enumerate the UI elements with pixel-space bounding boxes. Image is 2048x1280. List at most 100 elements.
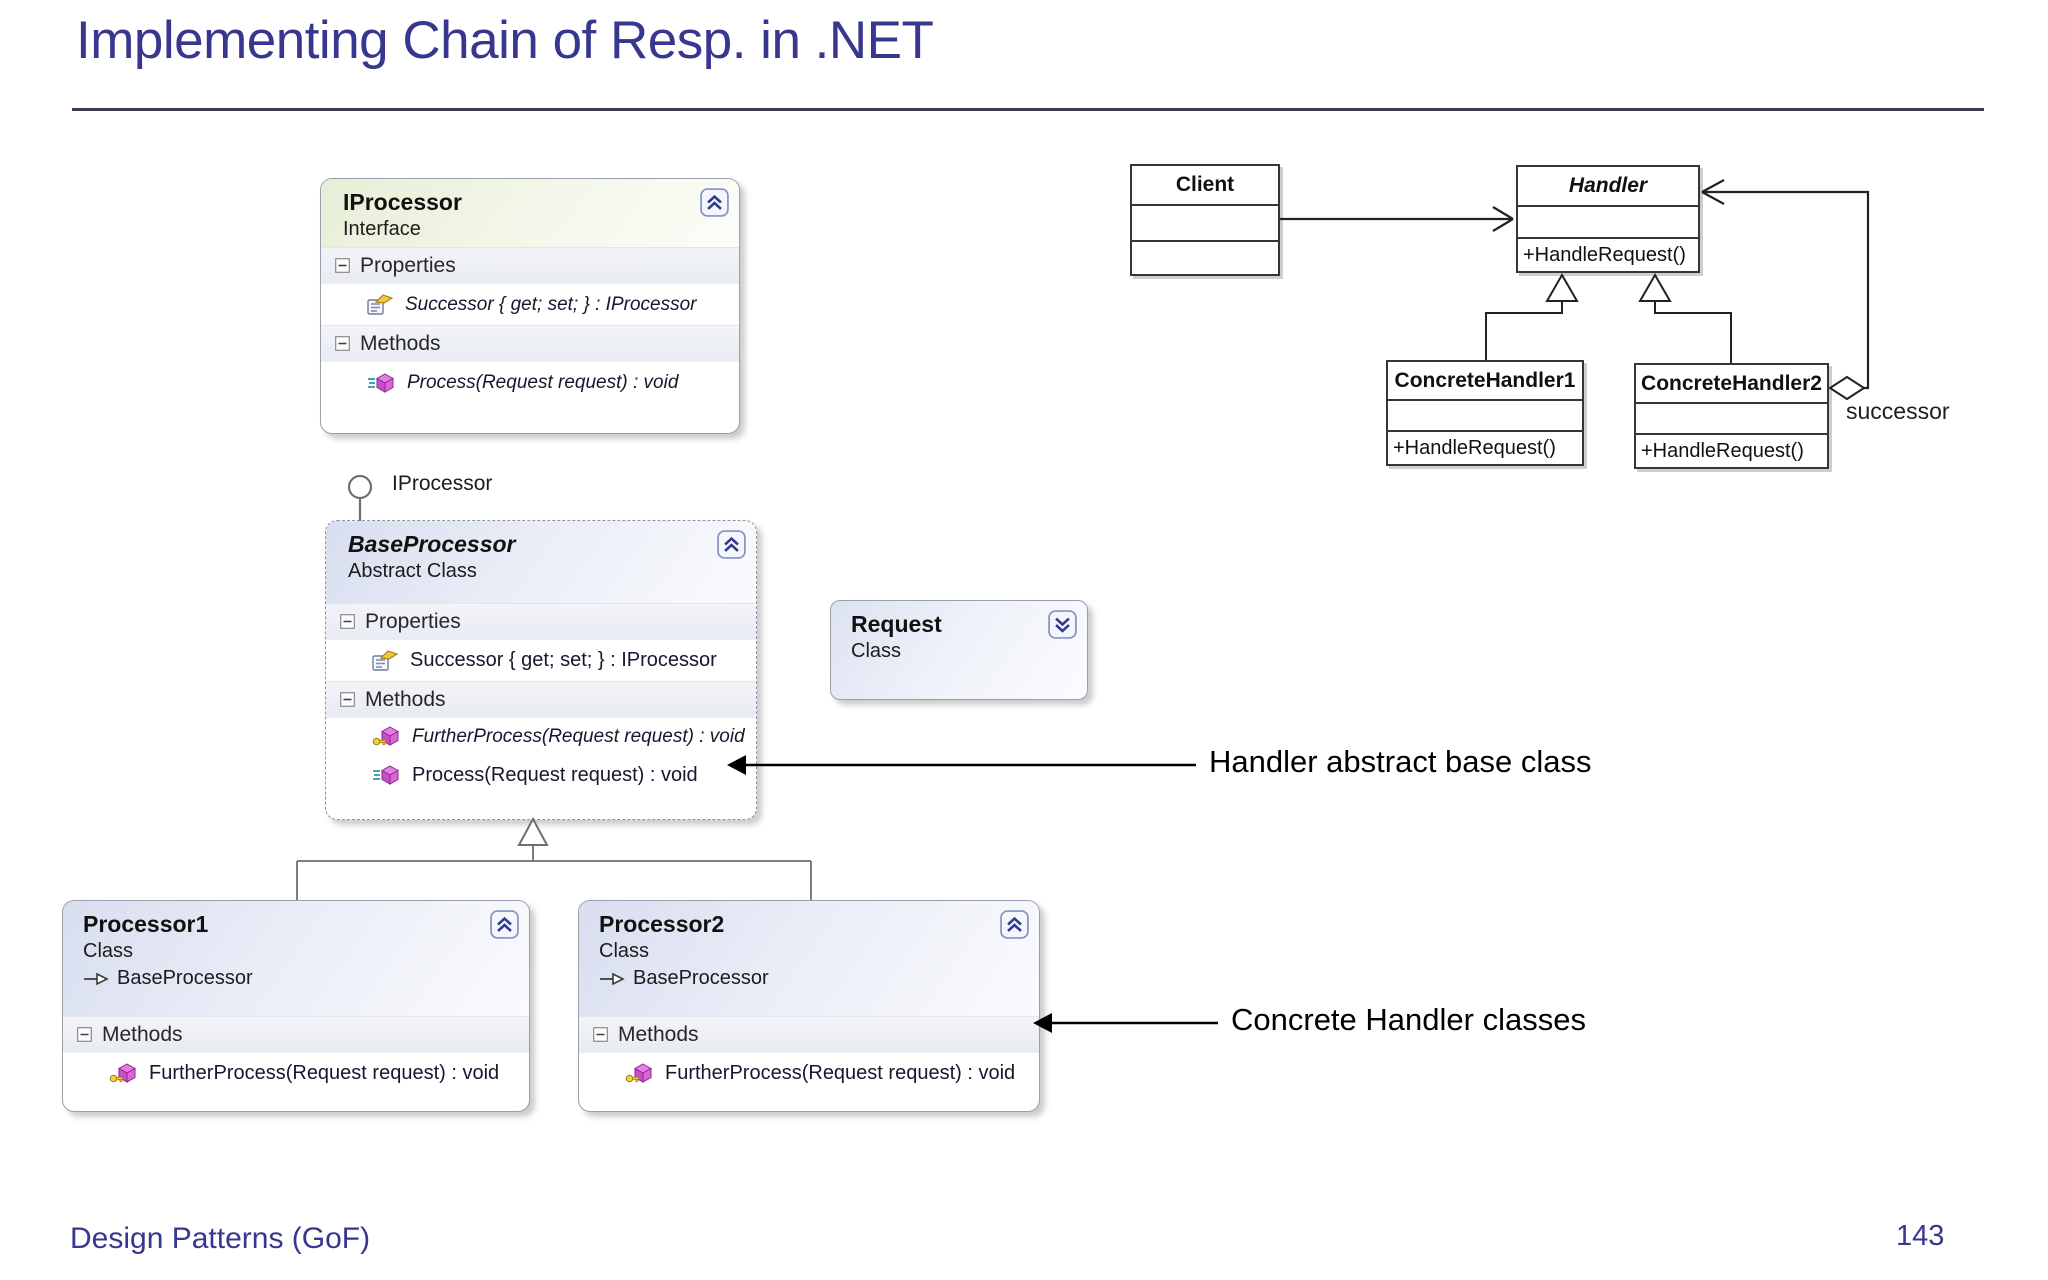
annotation-arrow-concrete [1033, 1013, 1218, 1033]
methods-label: Methods [102, 1022, 183, 1046]
collapse-minus-icon[interactable] [77, 1027, 92, 1042]
properties-label: Properties [365, 609, 461, 633]
properties-section[interactable]: Properties [321, 247, 739, 284]
successor-label: successor [1846, 398, 1950, 424]
collapse-button[interactable] [1000, 910, 1029, 939]
methods-section[interactable]: Methods [579, 1016, 1039, 1053]
uml-operations-compartment [1132, 240, 1278, 274]
property-row[interactable]: Successor { get; set; } : IProcessor [326, 640, 756, 681]
uml-attributes-compartment [1132, 204, 1278, 240]
base-type-row: BaseProcessor [599, 967, 1023, 990]
annotation-arrow-handler [727, 755, 1196, 775]
class-shape-baseprocessor[interactable]: BaseProcessor Abstract Class Properties … [325, 520, 757, 820]
iprocessor-header[interactable]: IProcessor Interface [321, 179, 739, 247]
uml-class-concrete-handler2: ConcreteHandler2 +HandleRequest() [1634, 363, 1829, 469]
method-row[interactable]: Process(Request request) : void [321, 362, 739, 403]
methods-label: Methods [618, 1022, 699, 1046]
page-number: 143 [1896, 1220, 1945, 1252]
collapse-button[interactable] [490, 910, 519, 939]
methods-label: Methods [365, 687, 446, 711]
client-handler-association [1280, 206, 1514, 232]
class-shape-processor2[interactable]: Processor2 Class BaseProcessor Methods F… [578, 900, 1040, 1112]
method-text: Process(Request request) : void [407, 371, 679, 393]
inheritance-connector-processors [296, 816, 812, 900]
slide-title: Implementing Chain of Resp. in .NET [76, 11, 934, 70]
protected-method-icon [625, 1062, 653, 1083]
annotation-handler-abstract: Handler abstract base class [1209, 744, 1592, 779]
uml-client-title: Client [1175, 173, 1235, 196]
annotation-concrete-handlers: Concrete Handler classes [1231, 1002, 1586, 1037]
property-row[interactable]: Successor { get; set; } : IProcessor [321, 284, 739, 325]
inheritance-connector-ch2 [1638, 272, 1732, 363]
protected-method-icon [109, 1062, 137, 1083]
method-text: FurtherProcess(Request request) : void [412, 726, 745, 747]
method-row[interactable]: Process(Request request) : void [326, 756, 756, 794]
baseprocessor-stereotype: Abstract Class [348, 560, 477, 582]
collapse-minus-icon[interactable] [335, 336, 350, 351]
processor1-title: Processor1 [83, 911, 209, 937]
uml-ch1-title: ConcreteHandler1 [1394, 368, 1576, 392]
processor1-stereotype: Class [83, 940, 134, 962]
chevron-up-double-icon [1000, 910, 1029, 939]
methods-section[interactable]: Methods [63, 1016, 529, 1053]
chevron-down-double-icon [1048, 610, 1077, 639]
iprocessor-title: IProcessor [343, 189, 462, 215]
baseprocessor-title: BaseProcessor [348, 531, 516, 557]
uml-attributes-compartment [1518, 205, 1698, 237]
method-text: FurtherProcess(Request request) : void [665, 1062, 1016, 1084]
property-icon [372, 649, 398, 671]
properties-label: Properties [360, 253, 456, 277]
method-text: Process(Request request) : void [412, 763, 698, 786]
protected-method-icon [372, 726, 400, 746]
method-row[interactable]: FurtherProcess(Request request) : void [63, 1053, 529, 1094]
uml-attributes-compartment [1388, 399, 1582, 430]
lollipop-interface-connector [347, 474, 373, 521]
method-row[interactable]: FurtherProcess(Request request) : void [326, 718, 756, 756]
properties-section[interactable]: Properties [326, 603, 756, 640]
method-row[interactable]: FurtherProcess(Request request) : void [579, 1053, 1039, 1094]
request-header[interactable]: Request Class [831, 601, 1087, 669]
uml-ch1-method: +HandleRequest() [1388, 430, 1582, 464]
derives-from-icon [600, 972, 625, 985]
uml-class-concrete-handler1: ConcreteHandler1 +HandleRequest() [1386, 360, 1584, 466]
methods-section[interactable]: Methods [321, 325, 739, 362]
collapse-minus-icon[interactable] [340, 614, 355, 629]
uml-class-handler: Handler +HandleRequest() [1516, 165, 1700, 273]
uml-ch2-method: +HandleRequest() [1636, 433, 1827, 467]
request-stereotype: Class [851, 640, 902, 662]
method-text: FurtherProcess(Request request) : void [149, 1062, 500, 1084]
collapse-minus-icon[interactable] [335, 258, 350, 273]
processor2-title: Processor2 [599, 911, 725, 937]
inheritance-connector-ch1 [1485, 272, 1579, 360]
uml-handler-title: Handler [1568, 174, 1648, 197]
uml-class-client: Client [1130, 164, 1280, 276]
title-divider [72, 108, 1984, 111]
uml-attributes-compartment [1636, 402, 1827, 433]
iprocessor-stereotype: Interface [343, 218, 421, 240]
footer-text: Design Patterns (GoF) [70, 1222, 371, 1255]
chevron-up-double-icon [700, 188, 729, 217]
class-shape-iprocessor[interactable]: IProcessor Interface Properties Successo… [320, 178, 740, 434]
base-type-row: BaseProcessor [83, 967, 513, 990]
class-shape-processor1[interactable]: Processor1 Class BaseProcessor Methods F… [62, 900, 530, 1112]
methods-label: Methods [360, 331, 441, 355]
baseprocessor-header[interactable]: BaseProcessor Abstract Class [326, 521, 756, 603]
processor1-header[interactable]: Processor1 Class BaseProcessor [63, 901, 529, 1016]
collapse-minus-icon[interactable] [593, 1027, 608, 1042]
chevron-up-double-icon [490, 910, 519, 939]
processor2-stereotype: Class [599, 940, 650, 962]
property-icon [367, 293, 393, 315]
expand-button[interactable] [1048, 610, 1077, 639]
processor2-header[interactable]: Processor2 Class BaseProcessor [579, 901, 1039, 1016]
collapse-minus-icon[interactable] [340, 692, 355, 707]
base-type-text: BaseProcessor [117, 967, 253, 989]
collapse-button[interactable] [717, 530, 746, 559]
methods-section[interactable]: Methods [326, 681, 756, 718]
class-shape-request[interactable]: Request Class [830, 600, 1088, 700]
method-icon [373, 765, 400, 785]
uml-ch2-title: ConcreteHandler2 [1641, 371, 1822, 395]
collapse-button[interactable] [700, 188, 729, 217]
base-type-text: BaseProcessor [633, 967, 769, 989]
property-text: Successor { get; set; } : IProcessor [410, 649, 717, 671]
